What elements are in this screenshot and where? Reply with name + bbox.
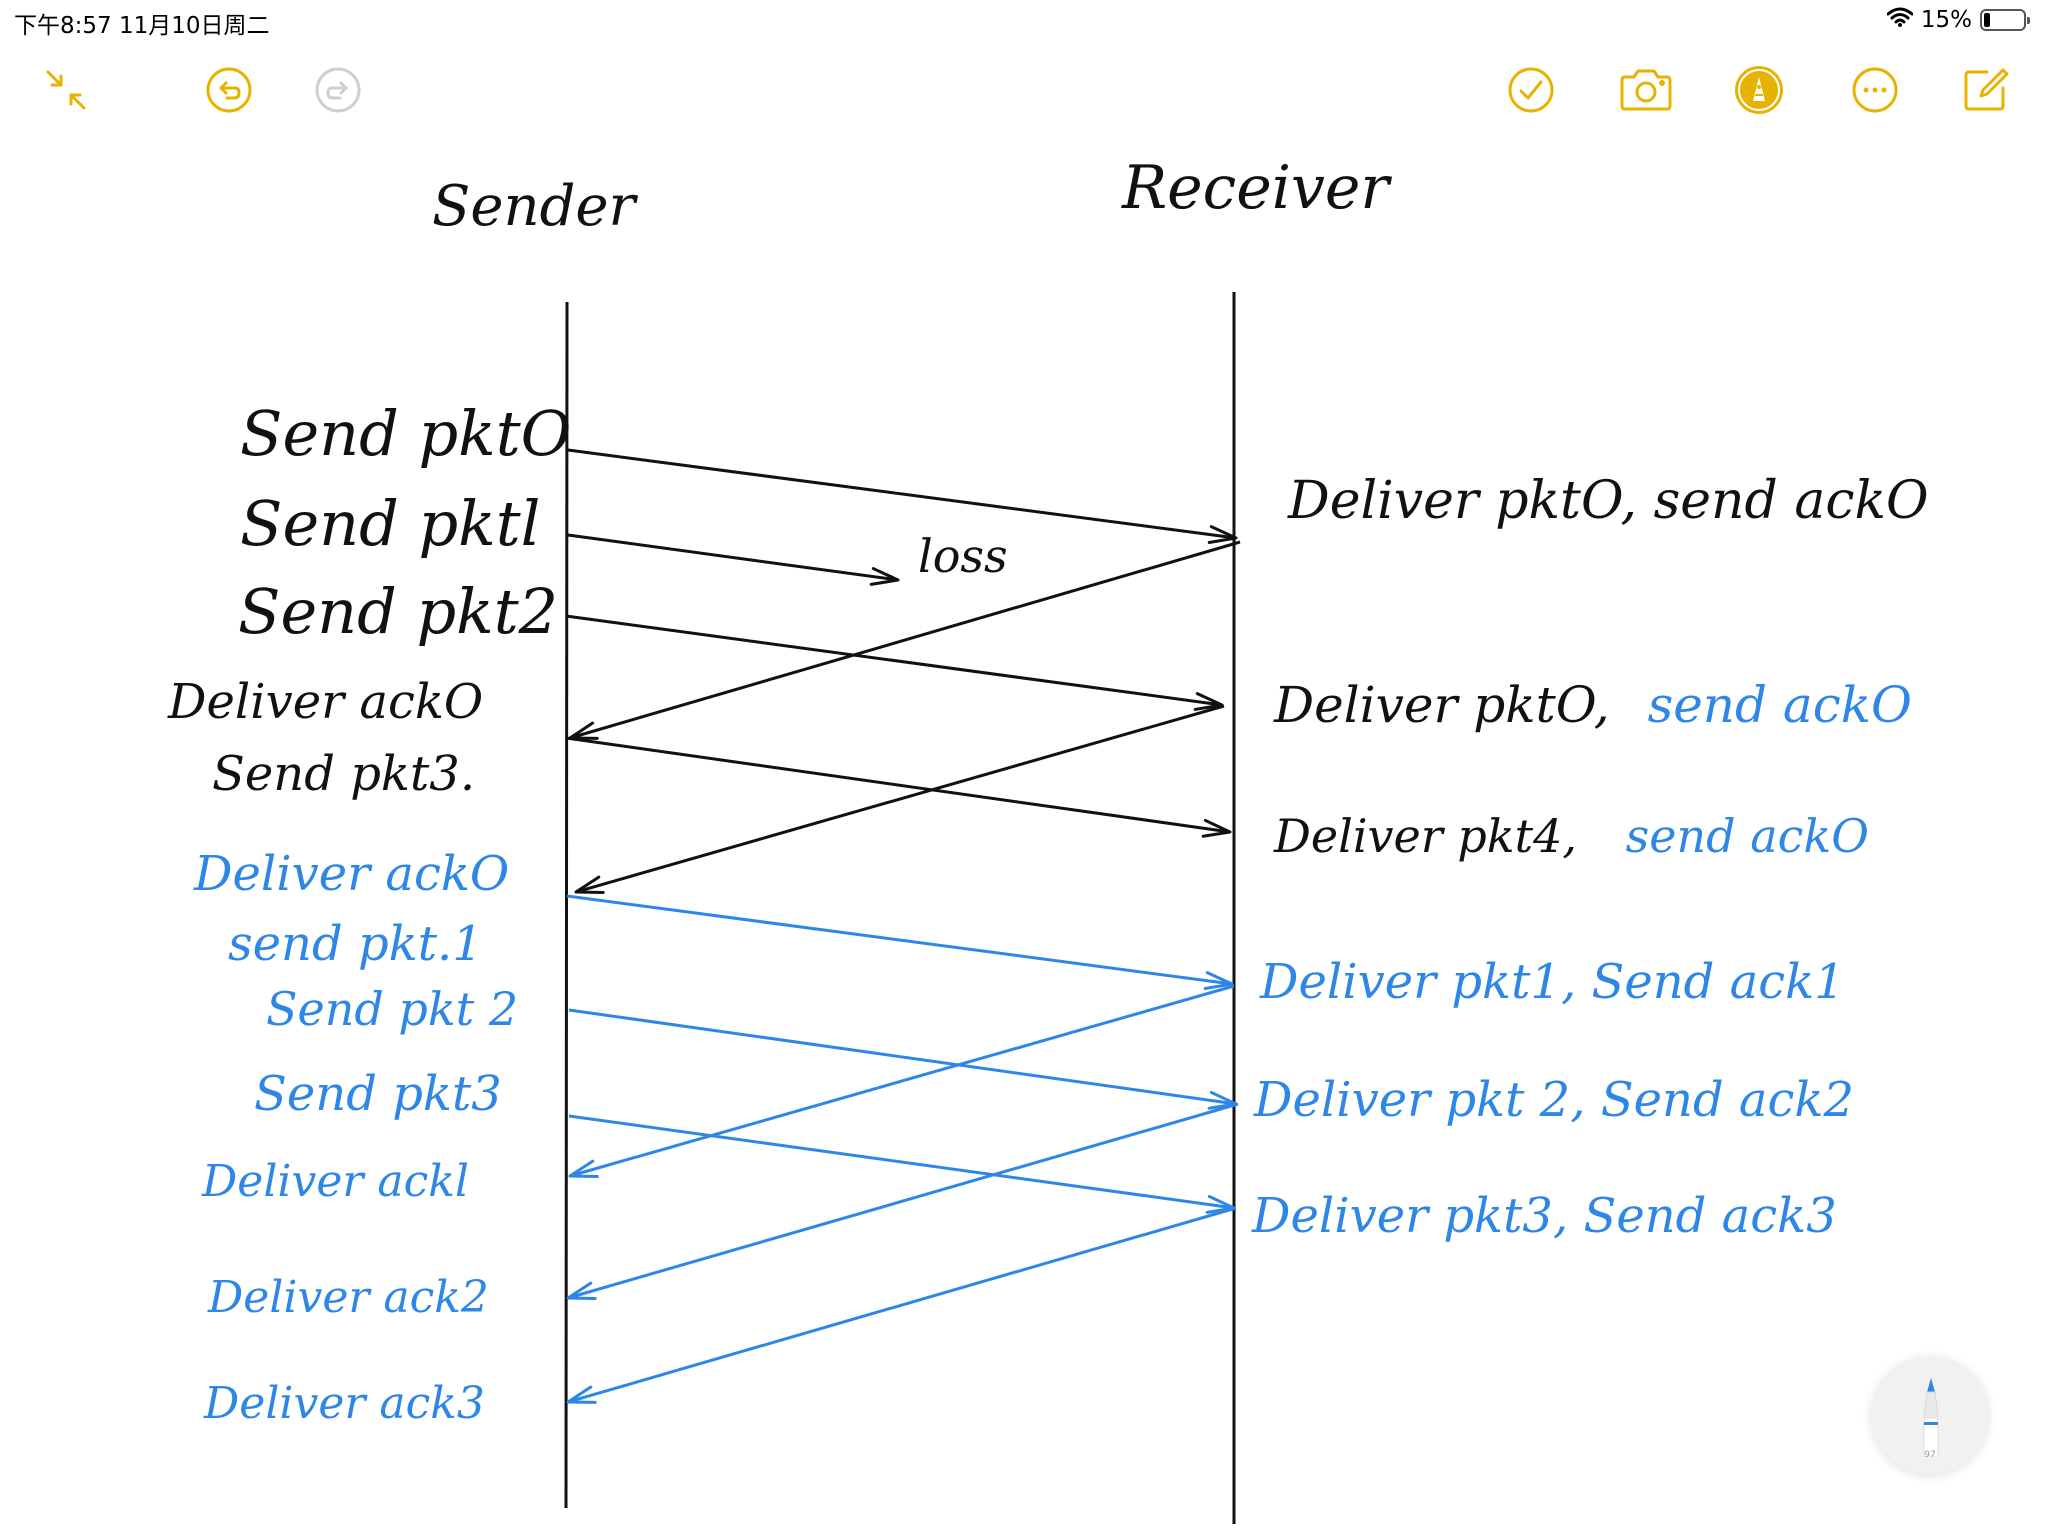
sender-note-send-pkt2: Send pkt2 [238, 575, 558, 648]
pencil-tool-button[interactable]: 97 [1871, 1356, 1989, 1474]
sender-note-deliver-ack0: Deliver ackO [167, 674, 483, 730]
receiver-note-6: Deliver pkt3, Send ack3 [1251, 1188, 1837, 1244]
receiver-note-2-black: Deliver pktO, [1273, 676, 1610, 734]
loss-label: loss [918, 529, 1008, 583]
battery-icon [1980, 9, 2030, 31]
sender-note-deliver-ack3: Deliver ack3 [203, 1378, 485, 1429]
sender-lifeline [564, 301, 569, 1509]
receiver-header: Receiver [1121, 153, 1392, 223]
sender-note-deliver-ack0-blue: Deliver ackO [193, 846, 509, 902]
sender-note-deliver-ack1: Deliver ackl [201, 1156, 469, 1207]
receiver-note-2: Deliver pktO, send ackO [1273, 676, 1912, 734]
markup-check-icon[interactable] [1503, 62, 1559, 118]
sender-note-send-pkt2-blue: Send pkt 2 [266, 982, 518, 1036]
pencil-icon [1923, 1378, 1939, 1456]
sender-note-send-pkt1: Send pktl [240, 487, 541, 560]
arrow-pkt1-retransmit [566, 894, 1234, 991]
compose-icon[interactable] [1957, 62, 2013, 118]
receiver-note-5: Deliver pkt 2, Send ack2 [1253, 1072, 1854, 1128]
arrow-ack3 [566, 1206, 1237, 1404]
receiver-note-3: Deliver pkt4, send ackO [1273, 809, 1869, 863]
arrow-ack2 [566, 1102, 1239, 1300]
arrow-pkt2 [565, 614, 1224, 711]
pen-tool-icon[interactable] [1731, 62, 1787, 118]
status-indicators: 15% [1886, 6, 2030, 34]
sender-note-send-pkt0: Send pktO [240, 397, 572, 470]
arrow-pkt3-retransmit [568, 1114, 1236, 1214]
arrow-ack0-first [568, 540, 1241, 740]
status-time-date: 下午8:57 11月10日周二 [14, 13, 270, 39]
receiver-note-3-black: Deliver pkt4, [1273, 809, 1577, 863]
status-bar: 下午8:57 11月10日周二 15% [0, 0, 2048, 40]
receiver-note-4: Deliver pkt1, Send ack1 [1259, 954, 1845, 1010]
sender-note-send-pkt3: Send pkt3. [212, 746, 475, 802]
battery-fill [1984, 13, 1990, 27]
sender-note-send-pkt3-blue: Send pkt3 [254, 1066, 502, 1122]
receiver-note-2-blue: send ackO [1648, 676, 1912, 734]
wifi-icon [1886, 7, 1914, 33]
arrow-ack1 [568, 984, 1235, 1179]
receiver-note-1: Deliver pktO, send ackO [1287, 471, 1929, 531]
sender-note-send-pkt1-blue: send pkt.1 [228, 916, 483, 972]
arrow-pkt2-retransmit [568, 1008, 1238, 1110]
pencil-label: 97 [1924, 1450, 1936, 1460]
collapse-icon[interactable] [38, 62, 94, 118]
sender-header: Sender [432, 174, 639, 239]
sender-note-deliver-ack2: Deliver ack2 [207, 1272, 489, 1323]
battery-percent: 15% [1920, 7, 1972, 33]
camera-icon[interactable] [1618, 62, 1674, 118]
more-icon[interactable] [1847, 62, 1903, 118]
redo-icon[interactable] [310, 62, 366, 118]
arrow-ack0-second [574, 704, 1225, 895]
arrow-pkt0 [567, 448, 1238, 545]
arrow-pkt3 [565, 736, 1232, 838]
receiver-note-3-blue: send ackO [1626, 809, 1869, 863]
undo-icon[interactable] [201, 62, 257, 118]
arrow-pkt1-lost [567, 533, 900, 586]
